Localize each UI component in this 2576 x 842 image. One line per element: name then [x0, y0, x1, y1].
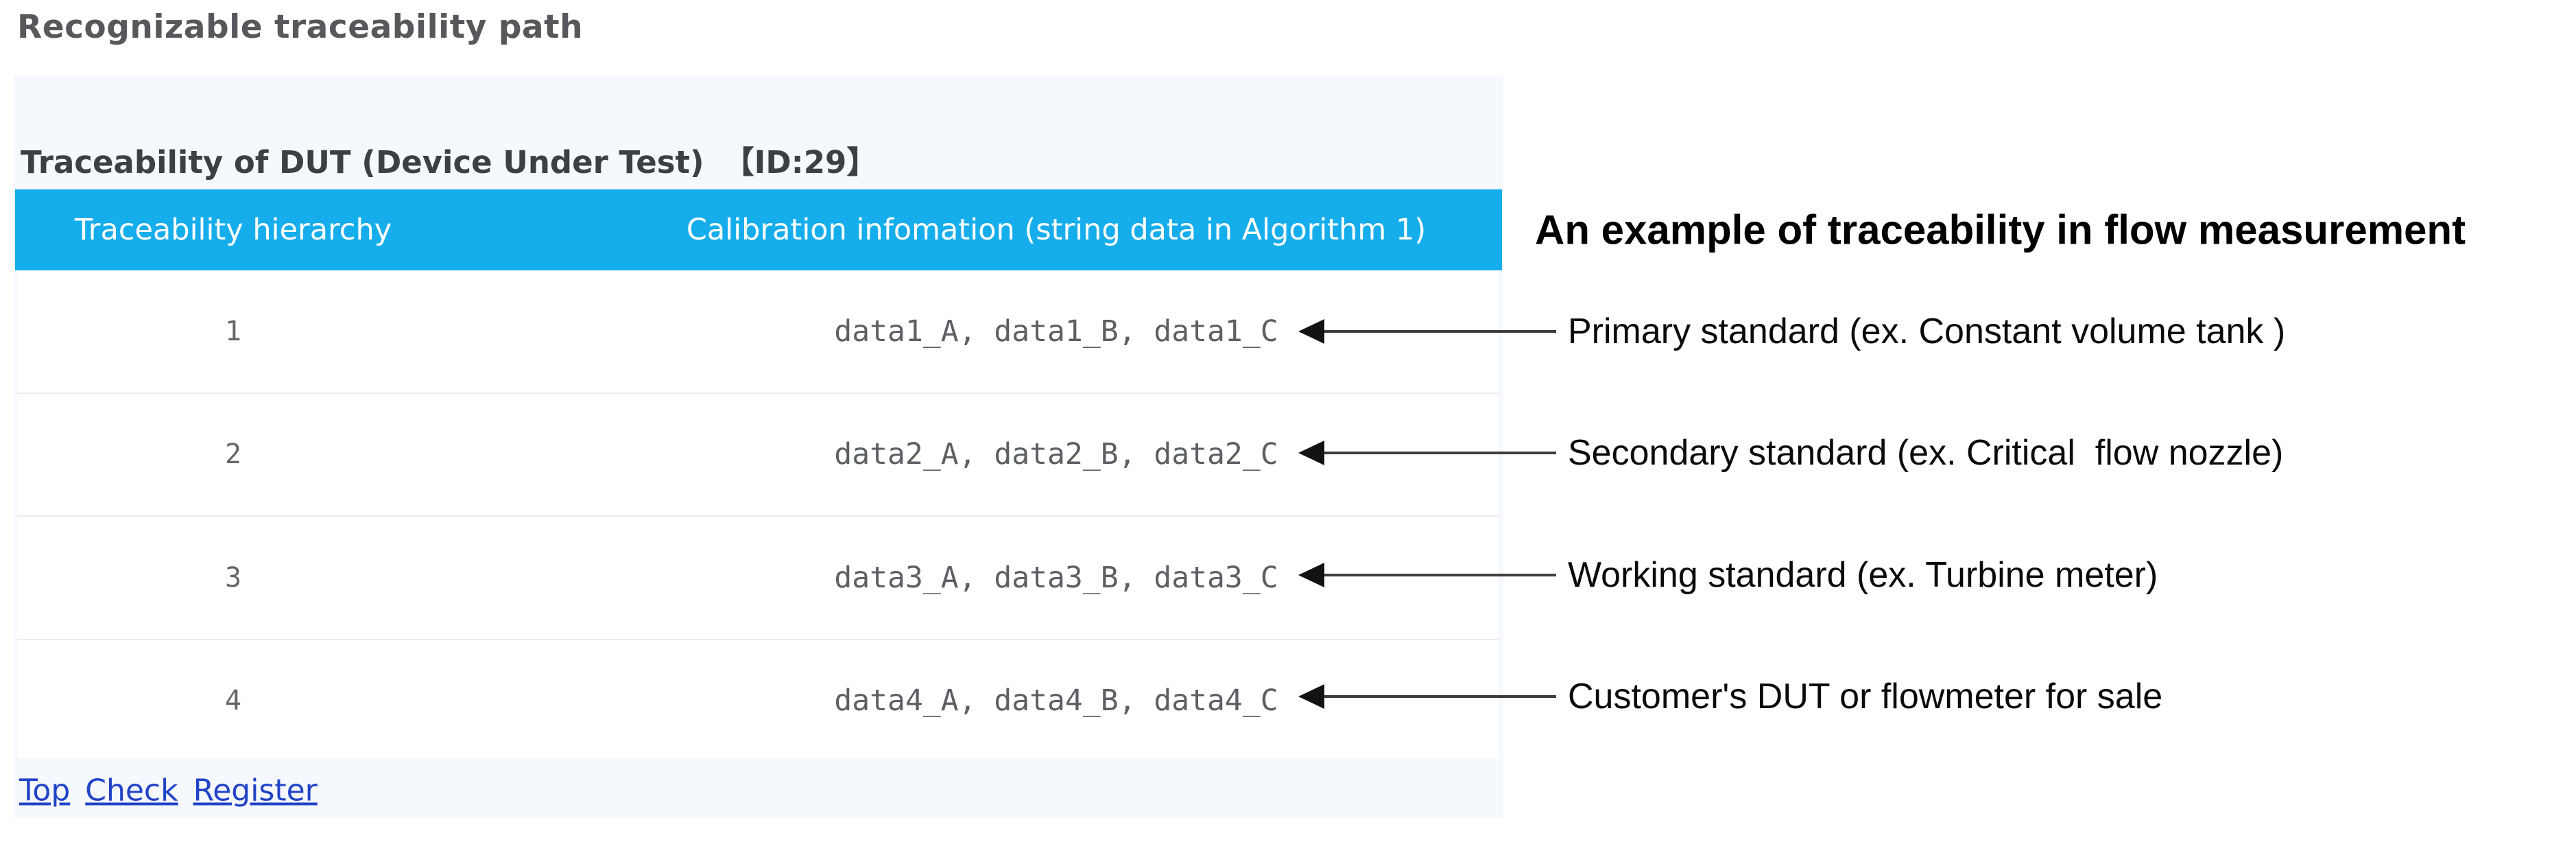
table-row: 2 data2_A, data2_B, data2_C	[17, 394, 1499, 517]
row-hierarchy-value: 2	[224, 438, 242, 471]
arrowhead-icon	[1298, 319, 1324, 344]
annotation-label: Secondary standard (ex. Critical flow no…	[1568, 433, 2284, 473]
header-cell-hierarchy: Traceability hierarchy	[74, 213, 392, 247]
arrow-shaft	[1324, 574, 1556, 576]
row-hierarchy-value: 1	[224, 315, 242, 347]
card-title: Traceability of DUT (Device Under Test) 【…	[21, 137, 877, 182]
annotation-heading: An example of traceability in flow measu…	[1535, 207, 2466, 253]
arrow-left-icon	[1298, 441, 1556, 465]
row-calibration-value: data1_A, data1_B, data1_C	[834, 314, 1278, 349]
annotation-label: Primary standard (ex. Constant volume ta…	[1568, 312, 2286, 351]
arrow-left-icon	[1298, 563, 1556, 587]
header-cell-calibration: Calibration infomation (string data in A…	[686, 213, 1427, 247]
arrowhead-icon	[1298, 684, 1324, 709]
row-calibration-value: data2_A, data2_B, data2_C	[834, 437, 1278, 472]
annotation-label: Customer's DUT or flowmeter for sale	[1568, 677, 2163, 716]
arrowhead-icon	[1298, 563, 1324, 587]
footer-link-top[interactable]: Top	[19, 773, 71, 808]
arrow-shaft	[1324, 695, 1556, 698]
table-row: 4 data4_A, data4_B, data4_C	[17, 640, 1499, 762]
table-row: 3 data3_A, data3_B, data3_C	[17, 517, 1499, 640]
arrow-left-icon	[1298, 319, 1556, 344]
card-title-text: Traceability of DUT (Device Under Test)	[21, 144, 704, 180]
row-hierarchy-value: 3	[224, 561, 242, 594]
row-calibration-value: data3_A, data3_B, data3_C	[834, 560, 1278, 595]
annotation-label: Working standard (ex. Turbine meter)	[1568, 555, 2158, 595]
table-row: 1 data1_A, data1_B, data1_C	[17, 270, 1499, 394]
arrowhead-icon	[1298, 441, 1324, 465]
footer-links: Top Check Register	[19, 773, 318, 808]
arrow-left-icon	[1298, 684, 1556, 709]
footer-link-register[interactable]: Register	[193, 773, 318, 808]
footer-link-check[interactable]: Check	[85, 773, 178, 808]
traceability-table-body: 1 data1_A, data1_B, data1_C 2 data2_A, d…	[17, 270, 1499, 758]
arrow-shaft	[1324, 452, 1556, 454]
card-id-badge: 【ID:29】	[723, 144, 878, 180]
row-calibration-value: data4_A, data4_B, data4_C	[834, 683, 1278, 718]
row-hierarchy-value: 4	[224, 685, 242, 717]
page-title: Recognizable traceability path	[17, 8, 584, 46]
arrow-shaft	[1324, 330, 1556, 333]
table-header-row: Traceability hierarchy Calibration infom…	[15, 189, 1502, 270]
